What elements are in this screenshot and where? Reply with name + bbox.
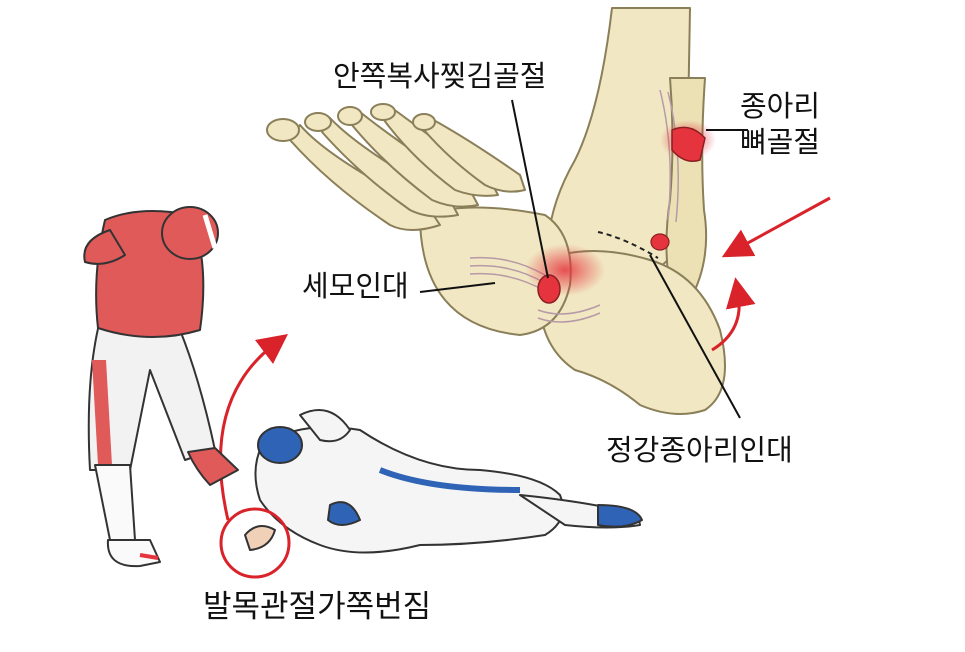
red-player-pants (87, 319, 216, 471)
force-arrows (218, 196, 831, 521)
injury-highlights (525, 120, 716, 304)
red-player-shoe (106, 539, 161, 568)
toe-2 (304, 112, 332, 132)
fallen-player-stripe (378, 467, 521, 493)
fallen-player (244, 409, 643, 554)
red-player-sock-left (94, 464, 136, 541)
fibula-fracture (671, 126, 706, 162)
toe-1 (266, 118, 300, 142)
label-fibula-fracture-line1: 종아리 (740, 89, 821, 123)
metatarsal-5 (423, 117, 526, 193)
medial-malleolus-injury-glow (525, 244, 605, 296)
red-player-sock-right (187, 447, 239, 486)
fallen-player-hand (244, 525, 276, 551)
fallen-player-glove (327, 501, 361, 526)
toe-5 (412, 113, 436, 131)
pointer-medial-malleolus (511, 99, 549, 279)
ligament-injury (650, 233, 670, 251)
toe-4 (370, 103, 396, 121)
inversion-arrow-right (711, 277, 756, 352)
inversion-arrow-left (218, 333, 288, 521)
red-player-helmet-stripe (202, 214, 218, 249)
caption-ankle-lateral-sprain: 발목관절가쪽번짐 (203, 589, 432, 625)
red-player (83, 206, 239, 568)
pointer-deltoid (419, 282, 496, 293)
fallen-player-helmet (257, 426, 303, 464)
fallen-player-arm (299, 409, 351, 443)
label-fibula-fracture-line2: 뼈골절 (740, 125, 821, 160)
label-tibiofibular-ligament: 정강종아리인대 (606, 433, 793, 467)
lateral-force-arrow (721, 196, 831, 258)
pointer-lines (419, 99, 748, 419)
red-player-arm (83, 229, 126, 265)
red-player-pants-stripe (92, 360, 112, 465)
medial-malleolus-injury (537, 274, 561, 304)
red-player-shoe-accent (139, 553, 159, 560)
toe-3 (337, 106, 363, 126)
label-fibula-fracture: 종아리 뼈골절 (740, 88, 820, 161)
label-medial-malleolus-avulsion-fracture: 안쪽복사찢김골절 (333, 59, 547, 93)
pointer-tibiofibular (649, 254, 741, 419)
fallen-player-shoe (597, 504, 643, 528)
label-deltoid-ligament: 세모인대 (302, 269, 409, 303)
fracture-line (597, 231, 659, 259)
ankle-highlight-circle (219, 507, 291, 579)
